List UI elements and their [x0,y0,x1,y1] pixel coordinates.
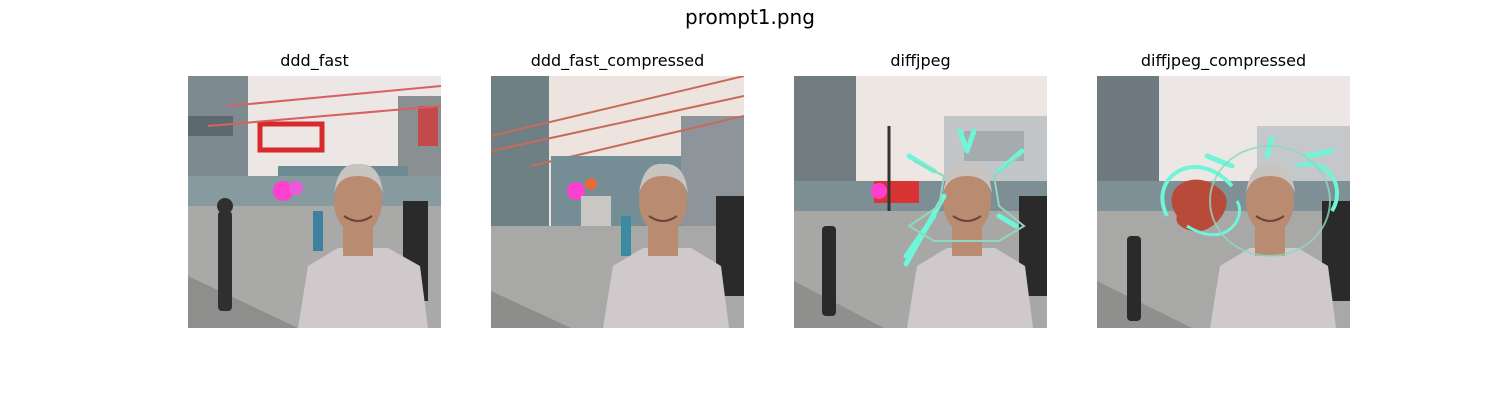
street-portrait-image [491,76,744,328]
panel-ddd-fast: ddd_fast [188,50,441,328]
panel-ddd-fast-compressed: ddd_fast_compressed [491,50,744,328]
panel-diffjpeg-compressed: diffjpeg_compressed [1097,50,1350,328]
figure-title: prompt1.png [685,5,815,29]
panel-title: ddd_fast [280,51,349,70]
street-portrait-image [188,76,441,328]
street-portrait-image [794,76,1047,328]
panel-title: diffjpeg [890,51,951,70]
panel-title: ddd_fast_compressed [530,51,705,70]
street-portrait-image [1097,76,1350,328]
panel-title: diffjpeg_compressed [1140,51,1307,70]
panel-diffjpeg: diffjpeg [794,50,1047,328]
